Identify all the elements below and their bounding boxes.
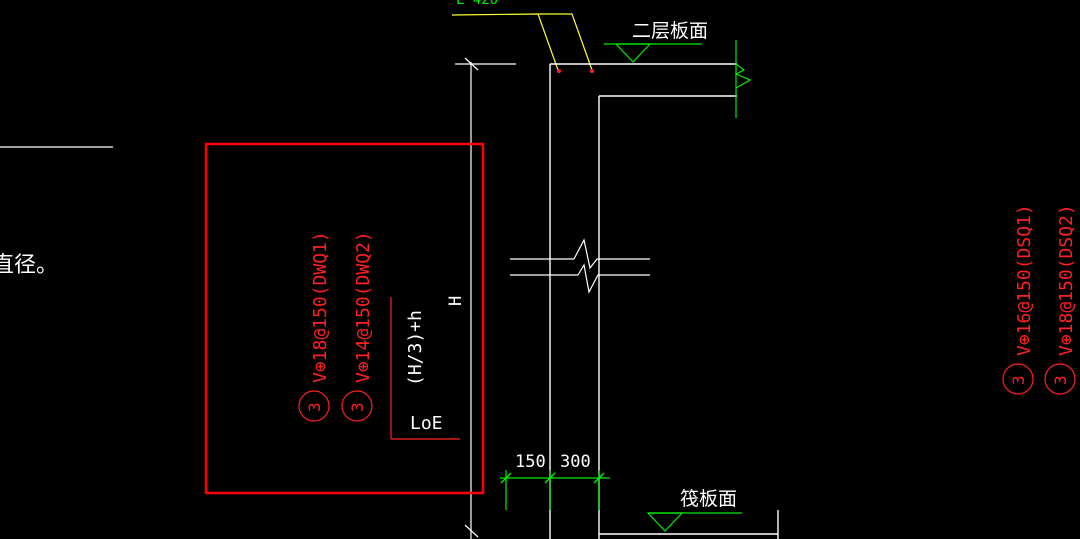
rebar-dot-1 <box>557 69 561 73</box>
callout-number: 3 <box>1051 375 1070 385</box>
height-tick-bottom <box>464 524 479 538</box>
circle-callout-icon <box>298 390 330 422</box>
break-line-icon <box>734 63 752 89</box>
level-triangle-icon <box>646 512 684 532</box>
break-line-icon <box>577 263 650 294</box>
leader-line-2 <box>538 13 593 71</box>
dim-tick-2 <box>544 472 556 484</box>
dim-tick-1 <box>500 472 512 484</box>
selection-rectangle[interactable] <box>204 142 485 495</box>
circle-callout-icon <box>341 390 373 422</box>
raft-level-label: 筏板面 <box>680 488 737 510</box>
height-tick-top <box>464 57 479 71</box>
bar-label-dwq1: V⊕18@150(DWQ1) <box>310 231 331 383</box>
bar-label-dwq2: V⊕14@150(DWQ2) <box>353 231 374 383</box>
loe-label: LoE <box>410 413 443 434</box>
left-note-text: 直径。 <box>0 253 58 278</box>
circle-callout-icon <box>1044 363 1076 395</box>
bar-label-dsq2: V⊕18@150(DSQ2) <box>1056 204 1077 356</box>
callout-number: 3 <box>305 402 324 412</box>
height-label: H <box>446 296 466 306</box>
top-partial-label: L 420 <box>456 0 498 8</box>
rebar-dot-2 <box>590 69 594 73</box>
break-line-icon <box>573 238 650 270</box>
callout-number: 3 <box>1009 375 1028 385</box>
bar-label-dsq1: V⊕16@150(DSQ1) <box>1014 204 1035 356</box>
dim-300-label: 300 <box>560 452 591 472</box>
dim-tick-3 <box>593 472 605 484</box>
dim-150-label: 150 <box>515 452 546 472</box>
circle-callout-icon <box>1002 363 1034 395</box>
callout-number: 3 <box>348 402 367 412</box>
h3-plus-h-label: (H/3)+h <box>405 310 426 386</box>
level-triangle-icon <box>614 43 652 63</box>
floor2-level-label: 二层板面 <box>632 20 708 42</box>
leader-line-1 <box>451 13 559 71</box>
